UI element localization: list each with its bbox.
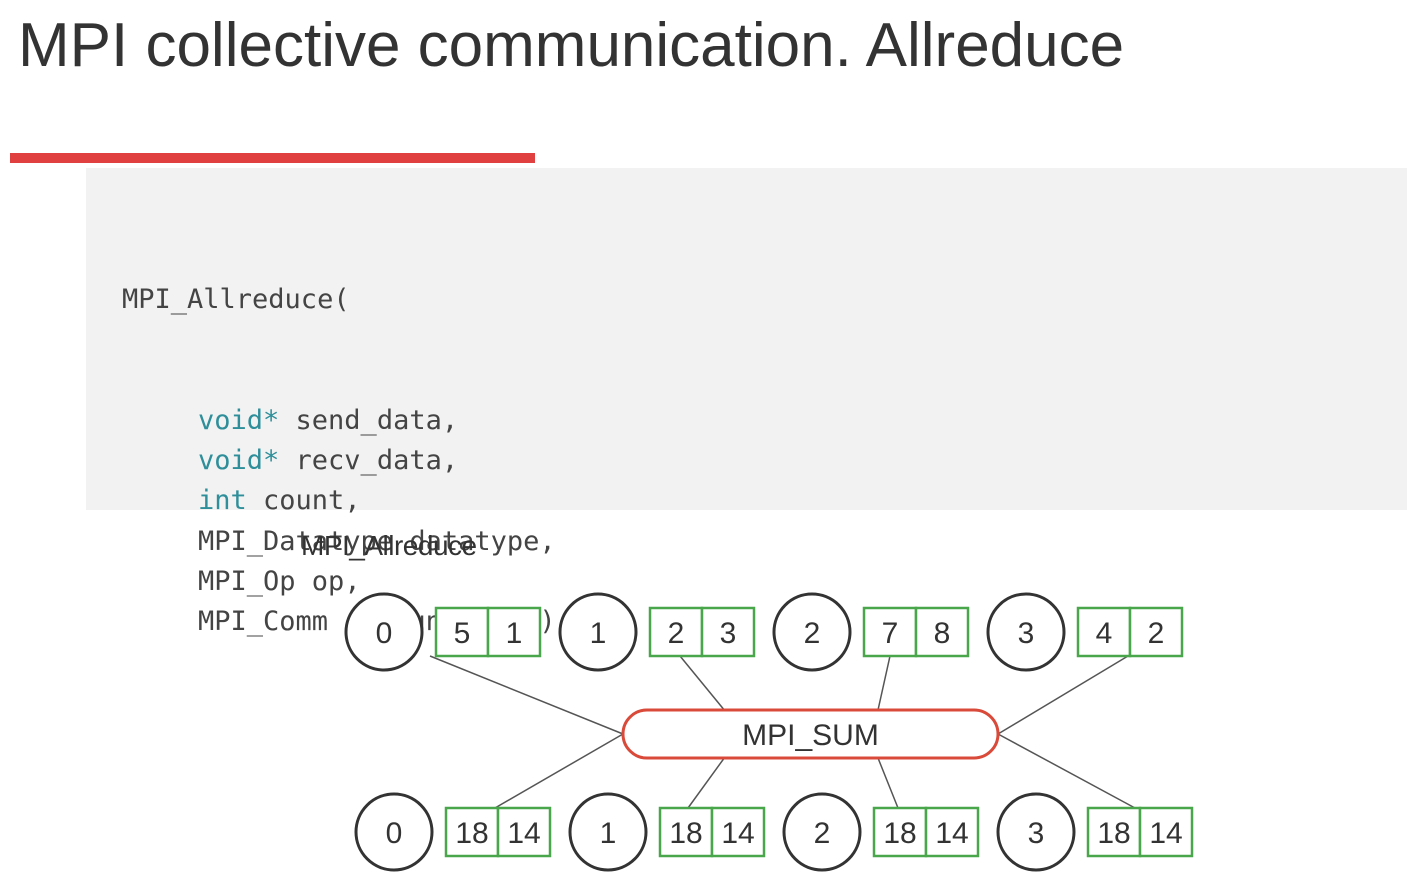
connector-line — [687, 757, 725, 809]
output-row: 0 18 14 1 18 14 2 18 14 3 18 14 — [354, 792, 1194, 872]
rank-label: 1 — [590, 617, 607, 650]
rank-circle — [558, 592, 638, 672]
rank-circle — [568, 792, 648, 872]
value-cell — [1138, 806, 1194, 858]
slide-title: MPI collective communication. Allreduce — [18, 11, 1125, 80]
value-label: 14 — [507, 817, 540, 850]
code-param-line: MPI_Op op, — [122, 562, 556, 602]
value-cell — [710, 806, 766, 858]
rank-label: 2 — [814, 817, 831, 850]
code-param-type: MPI_Op — [198, 565, 296, 597]
value-label: 18 — [1097, 817, 1130, 850]
input-process-2: 2 7 8 — [772, 592, 970, 672]
code-param-name: send_data, — [279, 405, 459, 436]
connector-line — [997, 655, 1129, 735]
connector-line — [877, 757, 899, 809]
rank-label: 1 — [600, 817, 617, 850]
connector-line — [997, 733, 1136, 809]
code-param-type: int — [198, 485, 247, 517]
rank-label: 2 — [804, 617, 821, 650]
diagram-label: MPI_Allreduce — [301, 530, 477, 561]
value-label: 5 — [454, 617, 471, 650]
value-cell — [1086, 806, 1142, 858]
rank-label: 0 — [376, 617, 393, 650]
code-param-type: void* — [198, 445, 280, 477]
value-label: 14 — [935, 817, 968, 850]
value-label: 2 — [668, 617, 685, 650]
output-process-0: 0 18 14 — [354, 792, 552, 872]
value-label: 8 — [934, 617, 951, 650]
value-label: 18 — [455, 817, 488, 850]
value-cell — [914, 606, 970, 658]
code-param-name: count, — [246, 485, 361, 517]
operation-node: MPI_SUM — [621, 708, 1000, 760]
value-label: 4 — [1096, 617, 1113, 650]
connector-line — [877, 655, 891, 711]
value-cell — [862, 606, 918, 658]
rank-circle — [986, 592, 1066, 672]
value-label: 18 — [669, 817, 702, 850]
value-cell — [924, 806, 980, 858]
title-underline — [10, 153, 535, 163]
value-cell — [496, 806, 552, 858]
operation-label: MPI_SUM — [742, 719, 879, 752]
code-param-line: void* recv_data, — [122, 441, 556, 481]
connector-line — [429, 655, 624, 735]
rank-circle — [782, 792, 862, 872]
connector-line — [679, 655, 725, 711]
value-label: 14 — [1149, 817, 1182, 850]
code-param-type: void* — [198, 405, 280, 436]
rank-circle — [354, 792, 434, 872]
code-param-line: int count, — [122, 481, 556, 521]
input-row: 0 5 1 1 2 3 2 7 8 3 4 2 — [344, 592, 1184, 672]
code-param-name: recv_data, — [279, 445, 459, 477]
value-label: 2 — [1148, 617, 1165, 650]
input-process-3: 3 4 2 — [986, 592, 1184, 672]
output-process-1: 1 18 14 — [568, 792, 766, 872]
output-process-3: 3 18 14 — [996, 792, 1194, 872]
value-cell — [486, 606, 542, 658]
value-cell — [872, 806, 928, 858]
code-block — [86, 168, 1407, 510]
value-label: 14 — [721, 817, 754, 850]
code-param-type: MPI_Datatype — [198, 525, 394, 557]
value-label: 7 — [882, 617, 899, 650]
value-cell — [648, 606, 704, 658]
value-cell — [700, 606, 756, 658]
code-function-line: MPI_Allreduce( — [122, 284, 350, 316]
value-cell — [658, 806, 714, 858]
code-param-line: void* send_data, — [122, 401, 556, 441]
operation-pill — [621, 708, 1000, 760]
connector-lines — [429, 655, 1136, 809]
code-param-name: op, — [295, 565, 361, 597]
rank-circle — [772, 592, 852, 672]
value-cell — [1128, 606, 1184, 658]
value-label: 3 — [720, 617, 737, 650]
output-process-2: 2 18 14 — [782, 792, 980, 872]
code-param-line: MPI_Datatype datatype, — [122, 522, 556, 562]
rank-label: 3 — [1018, 617, 1035, 650]
rank-label: 3 — [1028, 817, 1045, 850]
value-label: 1 — [506, 617, 523, 650]
value-label: 18 — [883, 817, 916, 850]
connector-line — [494, 733, 624, 809]
code-param-type: MPI_Comm — [198, 605, 329, 637]
rank-circle — [996, 792, 1076, 872]
code-param-name: datatype, — [393, 525, 556, 557]
input-process-1: 1 2 3 — [558, 592, 756, 672]
input-process-0: 0 5 1 — [344, 592, 542, 672]
rank-label: 0 — [386, 817, 403, 850]
rank-circle — [344, 592, 424, 672]
